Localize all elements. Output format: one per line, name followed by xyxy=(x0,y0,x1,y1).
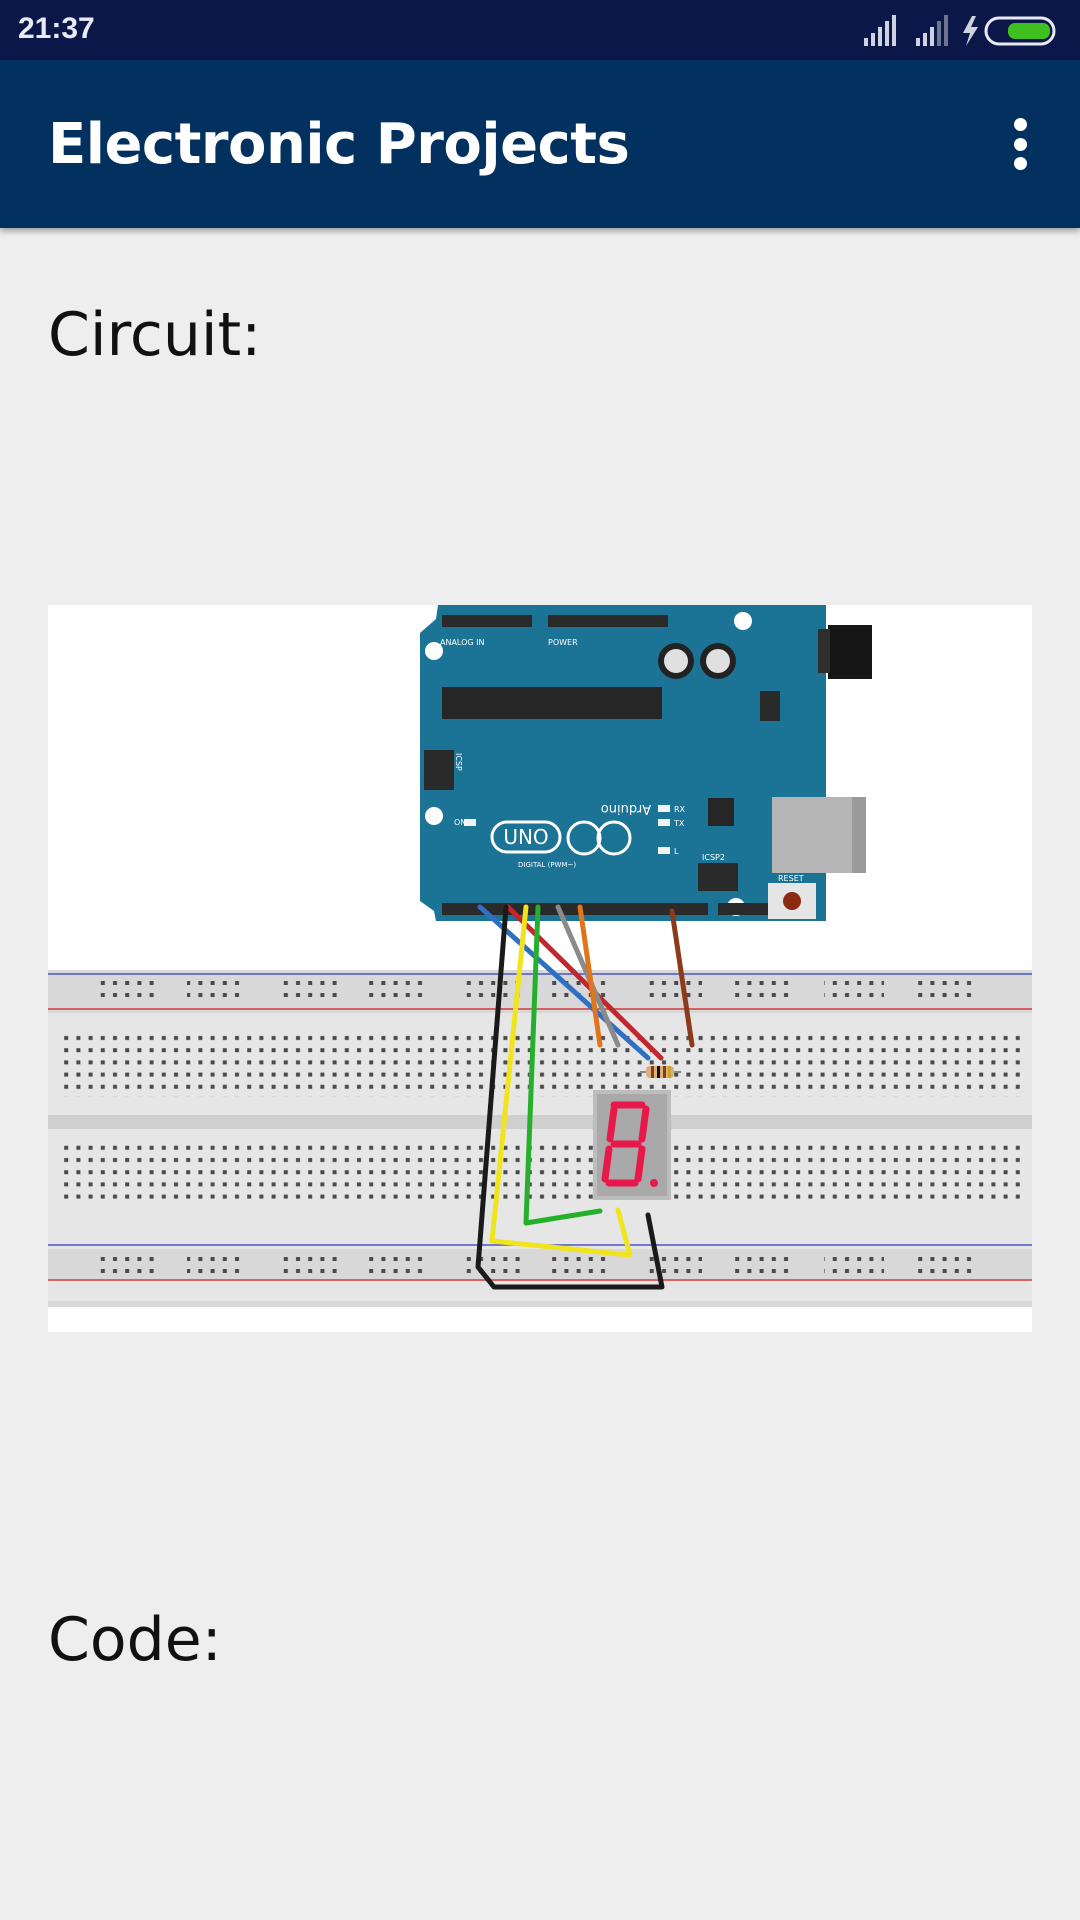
tx-label: TX xyxy=(673,819,685,828)
resistor xyxy=(640,1066,681,1078)
on-label: ON xyxy=(454,818,466,827)
app-title: Electronic Projects xyxy=(48,112,630,177)
code-heading: Code: xyxy=(48,1605,222,1675)
analog-in-label: ANALOG IN xyxy=(440,638,485,647)
battery-icon xyxy=(984,16,1056,46)
status-time: 21:37 xyxy=(18,12,95,45)
circuit-diagram: UNO Arduino ANALOG IN POWER DIGITAL (PWM… xyxy=(48,605,1032,1307)
icsp-label: ICSP xyxy=(454,753,463,771)
circuit-image: UNO Arduino ANALOG IN POWER DIGITAL (PWM… xyxy=(48,605,1032,1332)
board-name-label: UNO xyxy=(503,825,548,849)
signal-icon-2 xyxy=(916,15,948,46)
status-bar: 21:37 xyxy=(0,0,1080,60)
reset-label: RESET xyxy=(778,874,804,883)
breadboard xyxy=(48,970,1032,1307)
charging-icon xyxy=(963,16,978,46)
digital-label: DIGITAL (PWM~) xyxy=(518,861,576,869)
l-label: L xyxy=(674,847,679,856)
status-icons xyxy=(864,15,1056,46)
wires xyxy=(475,904,695,1290)
arduino-board: UNO Arduino ANALOG IN POWER DIGITAL (PWM… xyxy=(420,605,872,921)
rx-label: RX xyxy=(674,805,686,814)
more-vert-icon[interactable] xyxy=(988,112,1052,176)
power-label: POWER xyxy=(548,638,578,647)
circuit-heading: Circuit: xyxy=(48,300,262,370)
brand-label: Arduino xyxy=(601,801,651,816)
app-bar: Electronic Projects xyxy=(0,60,1080,228)
seven-segment-display xyxy=(593,1090,671,1200)
icsp2-label: ICSP2 xyxy=(702,853,725,862)
signal-icon xyxy=(864,15,896,46)
